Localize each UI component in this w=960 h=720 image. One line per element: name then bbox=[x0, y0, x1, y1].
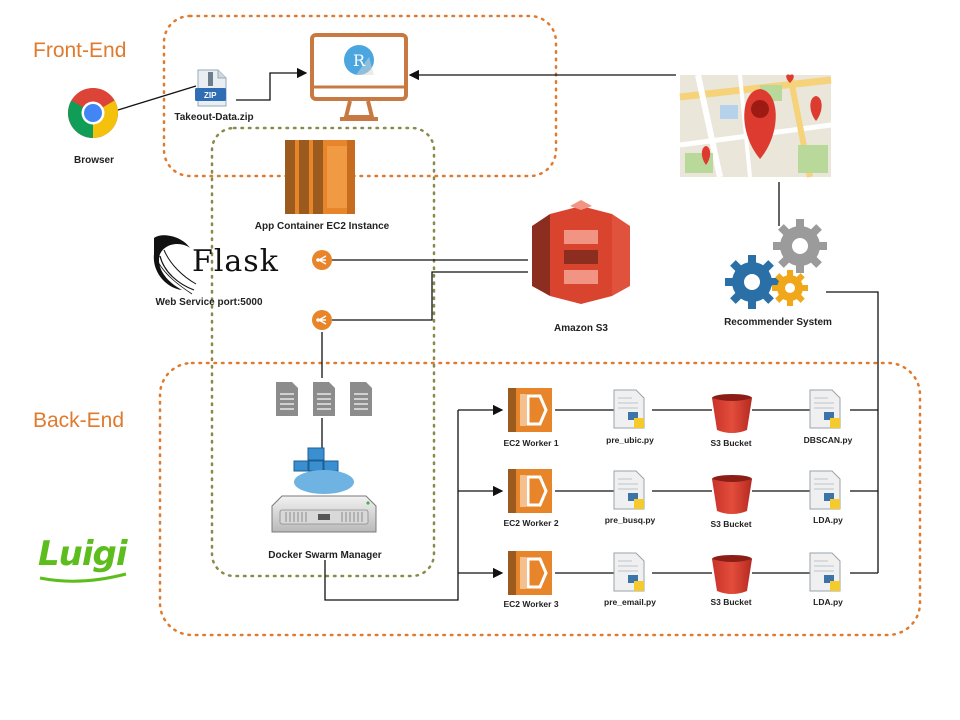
takeout-zip-label: Takeout-Data.zip bbox=[174, 112, 254, 123]
map-pin-icon bbox=[679, 74, 832, 178]
r-logo-letter: R bbox=[353, 51, 366, 70]
gears-icon bbox=[725, 219, 827, 309]
load-balancer-icon bbox=[312, 250, 332, 270]
ec2-icon bbox=[508, 551, 552, 595]
python-file-icon bbox=[613, 552, 645, 592]
recommender-label: Recommender System bbox=[724, 317, 832, 328]
flask-horn-icon bbox=[153, 235, 197, 295]
docker-server-icon bbox=[271, 447, 377, 533]
worker-row-1 bbox=[508, 388, 841, 433]
connectors bbox=[117, 67, 879, 601]
luigi-wordmark: Luigi bbox=[38, 534, 128, 574]
app-container-label: App Container EC2 Instance bbox=[254, 221, 390, 232]
back-end-label: Back-End bbox=[33, 409, 125, 432]
bucket-icon bbox=[712, 394, 752, 433]
document-icon bbox=[313, 382, 335, 416]
zip-to-monitor-arrow bbox=[236, 67, 308, 101]
document-icon bbox=[276, 382, 298, 416]
bucket-icon bbox=[712, 475, 752, 514]
browser-to-zip-line bbox=[117, 85, 197, 111]
docker-to-workers-line bbox=[324, 410, 459, 601]
model-3-label: LDA.py bbox=[813, 597, 843, 607]
worker-3-label: EC2 Worker 3 bbox=[503, 599, 559, 609]
worker-row-3 bbox=[508, 551, 841, 595]
python-file-icon bbox=[809, 389, 841, 429]
zip-file-icon bbox=[195, 69, 227, 107]
model-1-label: DBSCAN.py bbox=[803, 435, 853, 445]
script-3-label: pre_email.py bbox=[604, 597, 656, 607]
amazon-s3-label: Amazon S3 bbox=[554, 323, 608, 334]
back-end-region bbox=[158, 361, 922, 637]
python-file-icon bbox=[613, 389, 645, 429]
front-end-label: Front-End bbox=[33, 39, 127, 62]
recommender-to-models-line bbox=[826, 291, 879, 573]
worker-row-2 bbox=[508, 469, 841, 514]
python-file-icon bbox=[809, 470, 841, 510]
flask-wordmark: Flask bbox=[192, 244, 279, 279]
bucket-3-label: S3 Bucket bbox=[710, 597, 752, 607]
bucket-icon bbox=[712, 555, 752, 594]
chrome-icon bbox=[68, 88, 118, 138]
lb2-to-s3-line bbox=[332, 271, 528, 321]
worker-1-label: EC2 Worker 1 bbox=[503, 438, 559, 448]
s3-icon bbox=[532, 200, 630, 304]
document-icon bbox=[350, 382, 372, 416]
bucket-1-label: S3 Bucket bbox=[710, 438, 752, 448]
app-container-region bbox=[210, 126, 436, 578]
web-service-label: Web Service port:5000 bbox=[155, 297, 263, 308]
ec2-icon bbox=[508, 388, 552, 432]
zip-tag-label: ZIP bbox=[204, 91, 217, 100]
monitor-r-icon bbox=[310, 33, 408, 121]
model-2-label: LDA.py bbox=[813, 515, 843, 525]
browser-label: Browser bbox=[73, 155, 115, 166]
python-file-icon bbox=[613, 470, 645, 510]
front-end-region bbox=[162, 14, 558, 178]
ec2-icon bbox=[285, 140, 355, 214]
worker-2-label: EC2 Worker 2 bbox=[503, 518, 559, 528]
script-1-label: pre_ubic.py bbox=[606, 435, 654, 445]
ec2-icon bbox=[508, 469, 552, 513]
bucket-2-label: S3 Bucket bbox=[710, 519, 752, 529]
docker-manager-label: Docker Swarm Manager bbox=[268, 550, 382, 561]
luigi-logo-icon bbox=[39, 572, 127, 583]
script-2-label: pre_busq.py bbox=[604, 515, 656, 525]
load-balancer-icon bbox=[312, 310, 332, 330]
python-file-icon bbox=[809, 552, 841, 592]
